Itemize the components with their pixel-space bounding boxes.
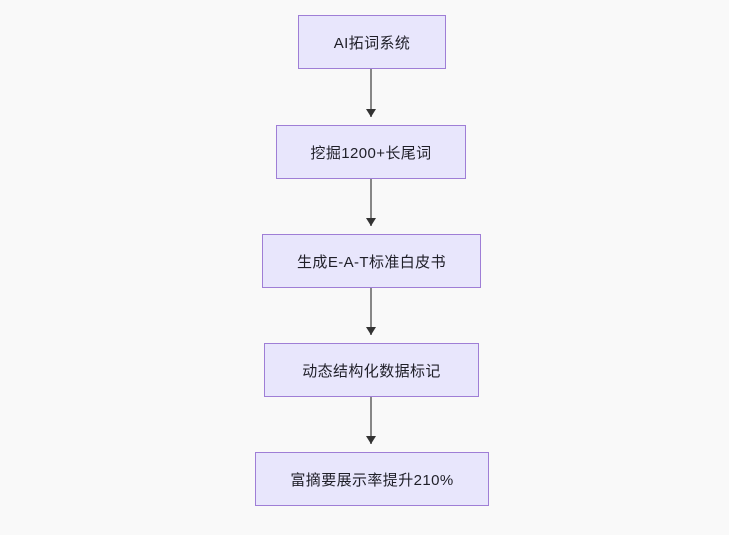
arrowhead-icon-4 <box>365 436 376 444</box>
flow-node-n5[interactable]: 富摘要展示率提升210% <box>255 452 489 506</box>
arrowhead-icon-2 <box>365 218 376 226</box>
flow-connector-3 <box>370 288 372 335</box>
flow-connector-4 <box>370 397 372 444</box>
arrowhead-icon-1 <box>365 109 376 117</box>
arrowhead-icon-3 <box>365 327 376 335</box>
flow-connector-1 <box>370 69 372 117</box>
flow-node-n4[interactable]: 动态结构化数据标记 <box>264 343 479 397</box>
flow-node-n3[interactable]: 生成E-A-T标准白皮书 <box>262 234 481 288</box>
flow-node-n1[interactable]: AI拓词系统 <box>298 15 446 69</box>
flow-connector-2 <box>370 179 372 226</box>
flow-node-n2[interactable]: 挖掘1200+长尾词 <box>276 125 466 179</box>
